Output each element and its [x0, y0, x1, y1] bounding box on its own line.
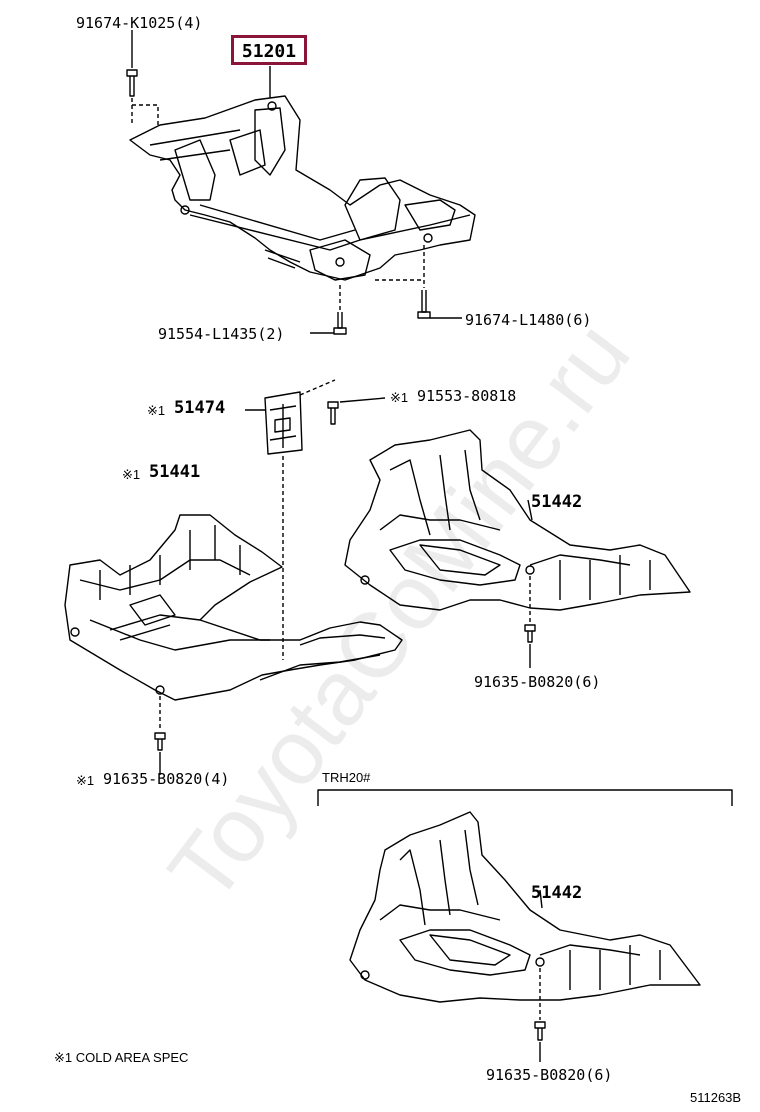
label-bolt-91554-l1435: 91554-L1435(2)	[158, 325, 285, 343]
label-bracket-51474: 51474	[174, 398, 226, 418]
bolt-91554-l1435-drawing	[310, 285, 347, 335]
label-bolt-91635-b0820-variant: 91635-B0820(6)	[486, 1066, 613, 1084]
bracket-51474-drawing	[245, 379, 336, 660]
highlight-box-51201[interactable]: 51201	[231, 35, 307, 65]
label-crossmember-51201: 51201	[241, 41, 297, 62]
bolt-91635-b0820-right-drawing	[524, 576, 536, 668]
label-bolt-91674-k1025: 91674-K1025(4)	[76, 14, 203, 32]
label-bolt-91674-l1480: 91674-L1480(6)	[465, 311, 592, 329]
label-bolt-91635-b0820-left: 91635-B0820(4)	[103, 770, 230, 788]
cover-51441-drawing	[64, 514, 403, 701]
variant-bracket-line	[317, 789, 733, 806]
label-variant-trh20: TRH20#	[322, 770, 371, 785]
bolt-91674-l1480-drawing	[375, 245, 462, 319]
bolt-91674-k1025-drawing	[126, 30, 159, 125]
label-cover-51442-variant: 51442	[531, 883, 583, 903]
diagram-code: 511263B	[690, 1090, 742, 1105]
cover-51442-drawing	[344, 429, 691, 611]
mark-screw: ※1	[390, 390, 409, 405]
footnote: ※1 COLD AREA SPEC	[54, 1050, 189, 1065]
label-cover-51441: 51441	[149, 462, 201, 482]
mark-cover-left: ※1	[122, 467, 141, 482]
label-screw-91553-80818: 91553-80818	[417, 387, 517, 405]
mark-bracket: ※1	[147, 403, 166, 418]
bolt-91635-b0820-left-drawing	[154, 696, 166, 775]
label-bolt-91635-b0820-right: 91635-B0820(6)	[474, 673, 601, 691]
cover-51442-variant-drawing	[349, 811, 701, 1003]
crossmember-drawing	[129, 95, 476, 281]
label-cover-51442: 51442	[531, 492, 583, 512]
bolt-91635-b0820-variant-drawing	[534, 968, 546, 1062]
mark-bolt-left: ※1	[76, 773, 95, 788]
screw-91553-80818-drawing	[327, 397, 386, 425]
